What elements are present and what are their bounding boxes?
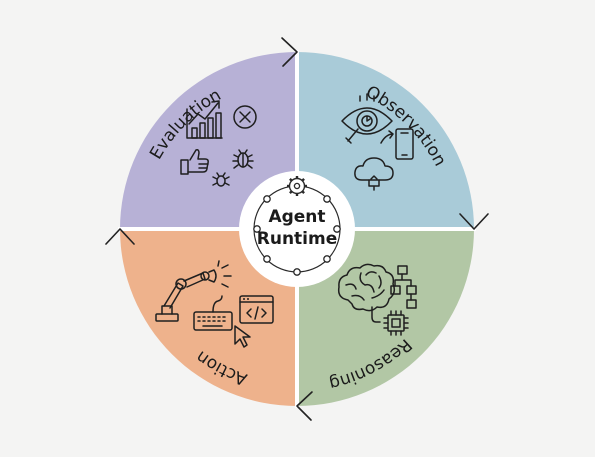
center-title-line1: Agent [268,207,325,227]
brain-icon [337,263,396,323]
quadrant-evaluation [120,52,297,229]
chip-icon [383,310,409,336]
flowchart-icon [390,265,417,309]
cursor-icon [234,325,251,348]
eye-magnifier-icon [341,93,393,144]
x-circle-icon [233,105,257,129]
cycle-arrow-right [459,213,489,230]
bug-icon [232,149,254,169]
bar-chart-trend-icon [186,100,223,139]
thumbs-up-icon [180,149,209,175]
center-title-line2: Runtime [257,229,338,249]
keyboard-icon [193,295,233,331]
gear-icon [287,176,307,196]
quadrant-observation [297,52,474,229]
cycle-arrow-left [105,228,135,245]
robot-arm-icon [155,260,232,322]
cycle-arrow-top [281,37,298,67]
smartphone-icon [380,128,414,160]
code-window-icon [239,295,274,324]
cloud-icon [354,157,394,191]
center-ring-nodes [253,195,341,276]
cycle-arrow-bottom [296,391,313,421]
bug-small-icon [212,172,230,187]
